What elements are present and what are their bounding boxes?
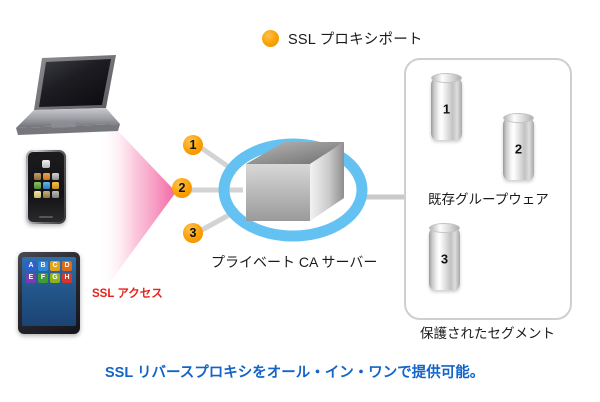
smartphone-screen: [28, 152, 64, 222]
private-ca-server-label: プライベート CA サーバー: [211, 254, 378, 270]
phone-app-icon: [33, 191, 41, 198]
ssl-proxy-port-2[interactable]: 2: [172, 178, 192, 198]
legend-label: SSL プロキシポート: [288, 32, 423, 48]
cylinder-top: [429, 223, 460, 233]
legend: SSL プロキシポート: [262, 28, 423, 49]
cylinder-body: 1: [431, 73, 462, 140]
phone-app-icon: [42, 182, 50, 189]
tablet-app-icon-c: C: [50, 261, 60, 271]
phone-app-icon: [51, 173, 59, 180]
tablet-app-icon-g: G: [50, 273, 60, 283]
ssl-proxy-port-1[interactable]: 1: [183, 135, 203, 155]
groupware-server-2: 2: [503, 113, 534, 180]
bottom-caption: SSL リバースプロキシをオール・イン・ワンで提供可能。: [105, 365, 485, 381]
tablet-device: A B C D E F G H: [18, 252, 80, 334]
phone-app-icon: [42, 173, 50, 180]
phone-app-icon: [42, 191, 50, 198]
groupware-server-3: 3: [429, 223, 460, 290]
existing-groupware-label: 既存グループウェア: [428, 192, 549, 207]
tablet-app-icon-b: B: [38, 261, 48, 271]
phone-app-icon: [42, 160, 50, 168]
tablet-app-icon-d: D: [62, 261, 72, 271]
phone-app-icon: [33, 173, 41, 180]
ssl-access-label: SSL アクセス: [92, 288, 163, 300]
laptop-device: [12, 52, 124, 142]
ssl-proxy-port-3[interactable]: 3: [183, 223, 203, 243]
cylinder-top: [431, 73, 462, 83]
tablet-app-grid: A B C D E F G H: [25, 261, 73, 283]
smartphone-device: [26, 150, 66, 224]
phone-app-icon: [51, 191, 59, 198]
phone-home-indicator: [39, 216, 53, 218]
phone-app-grid: [33, 173, 59, 198]
phone-app-icon: [51, 182, 59, 189]
ssl-proxy-port-dot-icon: [262, 30, 279, 47]
groupware-server-2-number: 2: [514, 141, 523, 157]
groupware-server-1: 1: [431, 73, 462, 140]
tablet-screen: A B C D E F G H: [22, 257, 76, 326]
tablet-app-icon-a: A: [26, 261, 36, 271]
groupware-server-1-number: 1: [442, 101, 451, 117]
tablet-app-icon-e: E: [26, 273, 36, 283]
laptop-icon: [16, 55, 120, 135]
cylinder-body: 2: [503, 113, 534, 180]
cylinder-top: [503, 113, 534, 123]
ssl-access-funnel: [100, 112, 176, 296]
cylinder-body: 3: [429, 223, 460, 290]
tablet-app-icon-h: H: [62, 273, 72, 283]
groupware-server-3-number: 3: [440, 251, 449, 267]
tablet-app-icon-f: F: [38, 273, 48, 283]
protected-segment-label: 保護されたセグメント: [420, 326, 555, 341]
phone-app-icon: [33, 182, 41, 189]
private-ca-server-cube: [246, 142, 344, 221]
